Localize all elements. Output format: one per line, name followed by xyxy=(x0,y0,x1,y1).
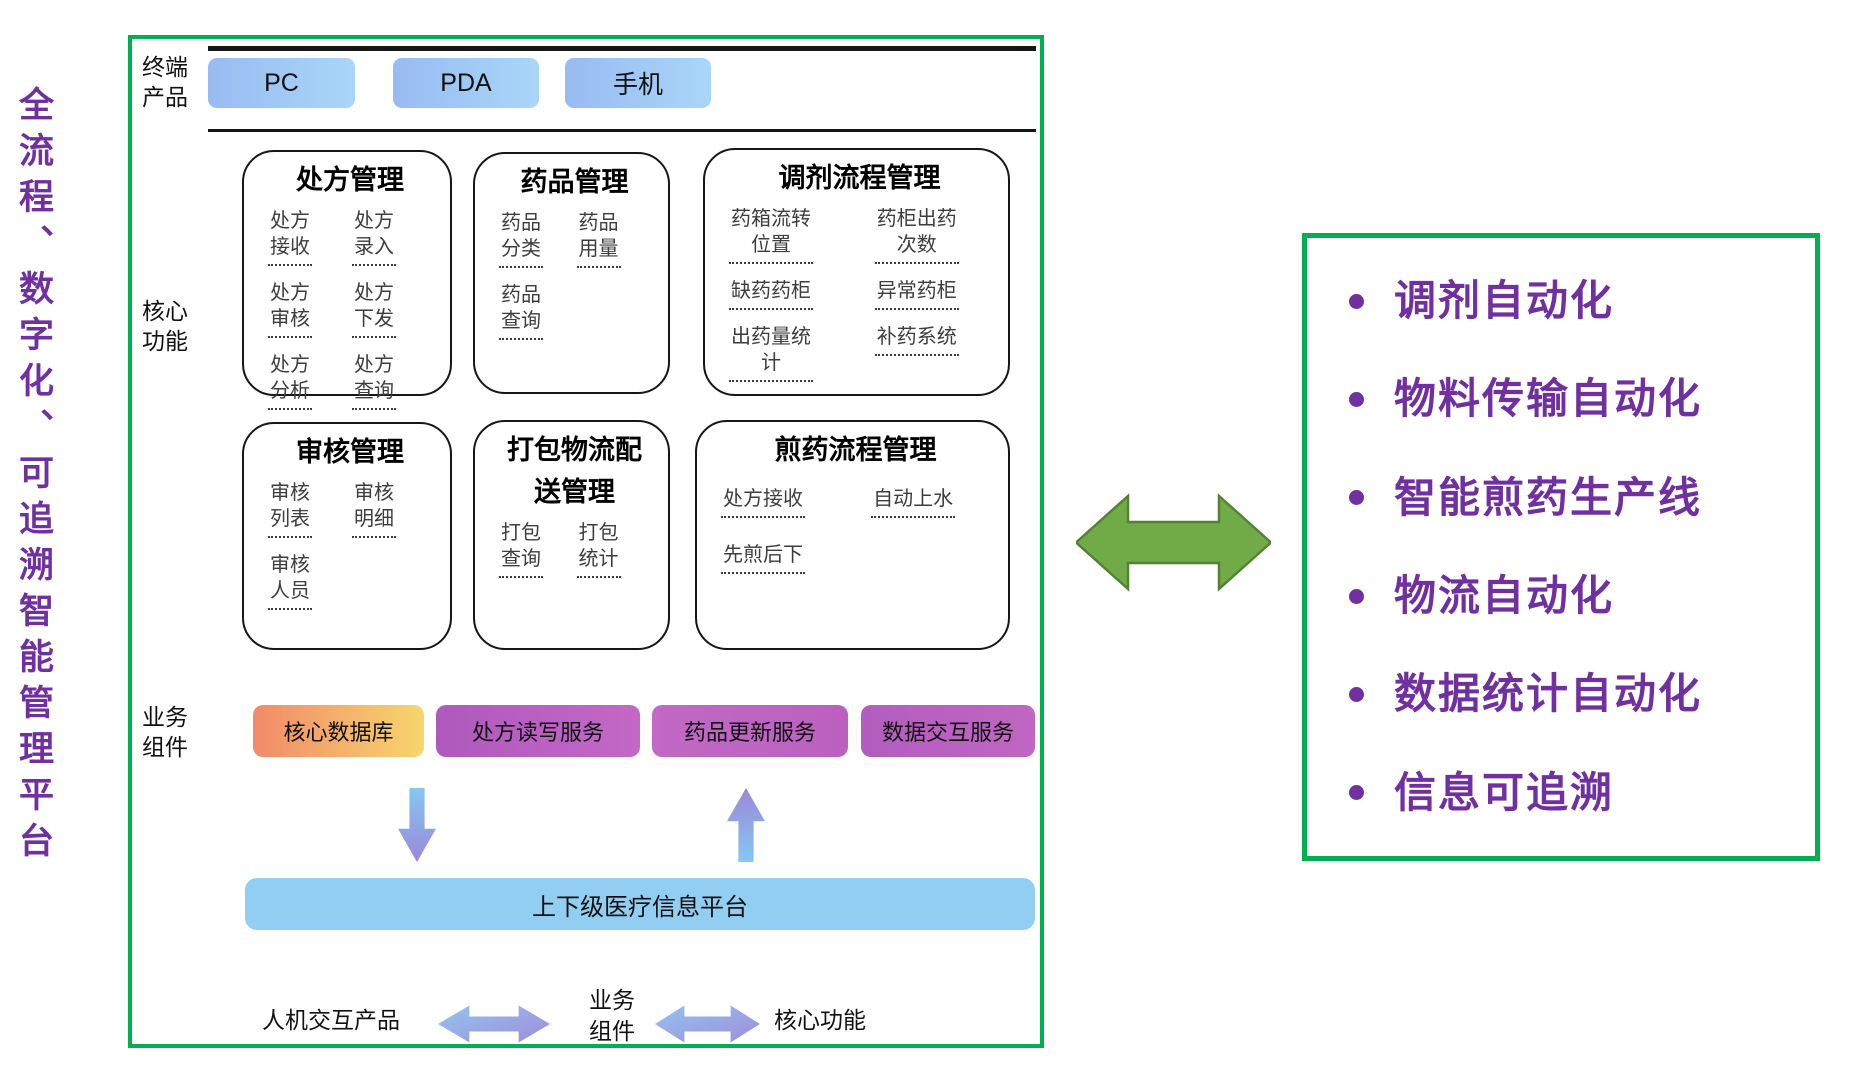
double-arrow-icon xyxy=(655,1005,760,1043)
highlight-text: 调剂自动化 xyxy=(1394,277,1615,324)
business-section-label: 业务 组件 xyxy=(142,704,188,760)
module-item: 异常药柜 xyxy=(874,278,959,310)
module-item: 药柜出药 次数 xyxy=(874,206,959,264)
legend-core-functions: 核心功能 xyxy=(774,1007,866,1033)
module-title: 煎药流程管理 xyxy=(774,435,937,465)
component-core-database: 核心数据库 xyxy=(253,705,424,757)
module-item: 先煎后下 xyxy=(721,542,805,574)
component-data-exchange-service: 数据交互服务 xyxy=(861,705,1035,757)
module-dispensing-process-management: 调剂流程管理 药箱流转 位置 缺药药柜 出药量统 计 药柜出药 次数 异常药柜 … xyxy=(703,148,1010,396)
medical-info-platform-bar: 上下级医疗信息平台 xyxy=(245,878,1035,930)
highlight-item: 智能煎药生产线 xyxy=(1349,473,1791,521)
module-item: 处方 录入 xyxy=(352,208,396,266)
module-item: 药品 用量 xyxy=(576,210,621,268)
module-item: 处方接收 xyxy=(721,486,805,518)
highlight-item: 调剂自动化 xyxy=(1349,277,1791,324)
module-title: 打包物流配 送管理 xyxy=(507,435,642,507)
module-item: 自动上水 xyxy=(871,486,956,518)
module-item: 药品 查询 xyxy=(499,282,543,340)
down-arrow-icon xyxy=(398,788,436,862)
module-item: 处方 查询 xyxy=(352,352,396,410)
divider-mid xyxy=(208,129,1036,132)
module-item: 审核 人员 xyxy=(268,552,312,610)
device-pda: PDA xyxy=(393,58,539,108)
highlight-text: 数据统计自动化 xyxy=(1394,670,1703,718)
highlight-item: 物料传输自动化 xyxy=(1349,376,1791,422)
highlight-item: 物流自动化 xyxy=(1349,572,1791,620)
up-arrow-icon xyxy=(727,788,765,862)
module-item: 打包 统计 xyxy=(576,520,621,578)
platform-frame: 终端 产品 PC PDA 手机 核心 功能 处方管理 处方 接收 处方 审核 处… xyxy=(128,35,1044,1048)
module-item: 打包 查询 xyxy=(499,520,543,578)
module-item: 处方 接收 xyxy=(268,208,312,266)
module-item: 审核 明细 xyxy=(352,480,396,538)
module-item: 药品 分类 xyxy=(499,210,543,268)
module-packing-logistics-management: 打包物流配 送管理 打包 查询 打包 统计 xyxy=(473,420,670,650)
highlight-text: 物流自动化 xyxy=(1394,572,1615,620)
module-title: 处方管理 xyxy=(296,165,404,195)
device-phone: 手机 xyxy=(565,58,711,108)
bullet-icon xyxy=(1349,785,1364,801)
component-prescription-rw-service: 处方读写服务 xyxy=(436,705,640,757)
highlight-item: 信息可追溯 xyxy=(1349,768,1791,816)
module-item: 出药量统 计 xyxy=(729,324,813,382)
bullet-icon xyxy=(1349,293,1364,309)
module-title: 调剂流程管理 xyxy=(778,163,941,193)
core-section-label: 核心 功能 xyxy=(142,298,188,354)
module-decoction-process-management: 煎药流程管理 处方接收 先煎后下 自动上水 xyxy=(695,420,1010,650)
highlight-text: 智能煎药生产线 xyxy=(1394,473,1703,521)
bullet-icon xyxy=(1349,391,1364,407)
highlight-item: 数据统计自动化 xyxy=(1349,671,1791,717)
bullet-icon xyxy=(1349,490,1364,506)
double-arrow-icon xyxy=(438,1005,550,1043)
bidirectional-arrow-icon xyxy=(1076,493,1271,592)
legend-business-components: 业务 组件 xyxy=(589,987,635,1045)
bullet-icon xyxy=(1349,588,1364,604)
module-audit-management: 审核管理 审核 列表 审核 人员 审核 明细 xyxy=(242,422,452,650)
highlight-text: 物料传输自动化 xyxy=(1394,375,1703,423)
device-pc: PC xyxy=(208,58,355,108)
module-item: 缺药药柜 xyxy=(729,278,813,310)
module-item: 药箱流转 位置 xyxy=(729,206,813,264)
module-item: 处方 分析 xyxy=(268,352,312,410)
module-item: 处方 审核 xyxy=(268,280,312,338)
terminal-section-label: 终端 产品 xyxy=(142,54,188,110)
module-item: 补药系统 xyxy=(874,324,959,356)
highlights-panel: 调剂自动化 物料传输自动化 智能煎药生产线 物流自动化 数据统计自动化 信息可追… xyxy=(1302,233,1820,861)
bullet-icon xyxy=(1349,687,1364,703)
divider-top xyxy=(208,46,1036,51)
module-drug-management: 药品管理 药品 分类 药品 查询 药品 用量 xyxy=(473,152,670,394)
module-title: 审核管理 xyxy=(296,437,404,467)
component-drug-update-service: 药品更新服务 xyxy=(652,705,848,757)
module-prescription-management: 处方管理 处方 接收 处方 审核 处方 分析 处方 录入 处方 下发 处方 查询 xyxy=(242,150,452,410)
module-title: 药品管理 xyxy=(520,167,629,197)
module-item: 处方 下发 xyxy=(352,280,396,338)
legend-hci-products: 人机交互产品 xyxy=(262,1007,400,1033)
vertical-banner: 全流程、数字化、可追溯智能管理平台 xyxy=(14,86,53,868)
highlight-text: 信息可追溯 xyxy=(1394,768,1615,816)
module-item: 审核 列表 xyxy=(268,480,312,538)
